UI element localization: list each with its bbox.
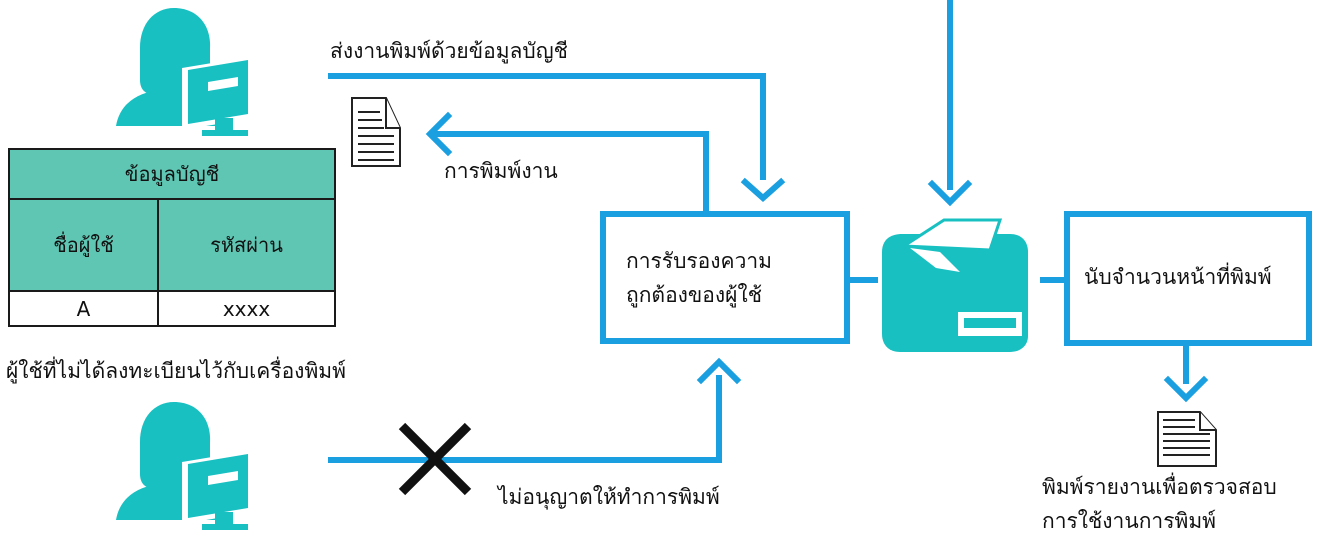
arrow-down-auth [740,177,786,203]
unregistered-user-icon [116,402,254,530]
not-allowed-label: ไม่อนุญาตให้ทำการพิมพ์ [498,485,720,509]
username-header: ชื่อผู้ใช้ [7,198,160,292]
report-label-line2: การใช้งานการพิมพ์ [1042,509,1217,533]
registered-user-icon [116,8,254,136]
user-auth-box: การรับรองความ ถูกต้องของผู้ใช้ [600,211,850,344]
send-job-line [328,73,766,180]
print-job-line [432,131,709,214]
username-value: A [7,290,160,327]
arrow-left-print [425,111,453,157]
account-info-table: ข้อมูลบัญชี ชื่อผู้ใช้ รหัสผ่าน A xxxx [7,148,336,327]
cross-icon [398,422,472,496]
print-job-label: การพิมพ์งาน [444,159,558,183]
send-job-label: ส่งงานพิมพ์ด้วยข้อมูลบัญชี [330,39,568,63]
document-icon [351,97,401,167]
report-icon [1157,411,1217,467]
account-table-title: ข้อมูลบัญชี [8,148,336,200]
arrow-down-printer [927,179,973,207]
printer-icon [882,218,1028,352]
denied-line [328,375,722,463]
password-header: รหัสผ่าน [157,198,336,292]
password-value: xxxx [157,290,336,327]
user-auth-line2: ถูกต้องของผู้ใช้ [626,282,762,307]
count-pages-label: นับจำนวนหน้าที่พิมพ์ [1084,265,1272,289]
count-pages-box: นับจำนวนหน้าที่พิมพ์ [1064,211,1312,346]
arrow-down-report [1163,375,1209,403]
unregistered-user-label: ผู้ใช้ที่ไม่ได้ลงทะเบียนไว้กับเครื่องพิม… [6,359,346,383]
arrow-up-auth [696,357,742,385]
report-label-line1: พิมพ์รายงานเพื่อตรวจสอบ [1042,475,1277,499]
user-auth-line1: การรับรองความ [626,249,773,273]
flow-lines [328,0,1189,463]
